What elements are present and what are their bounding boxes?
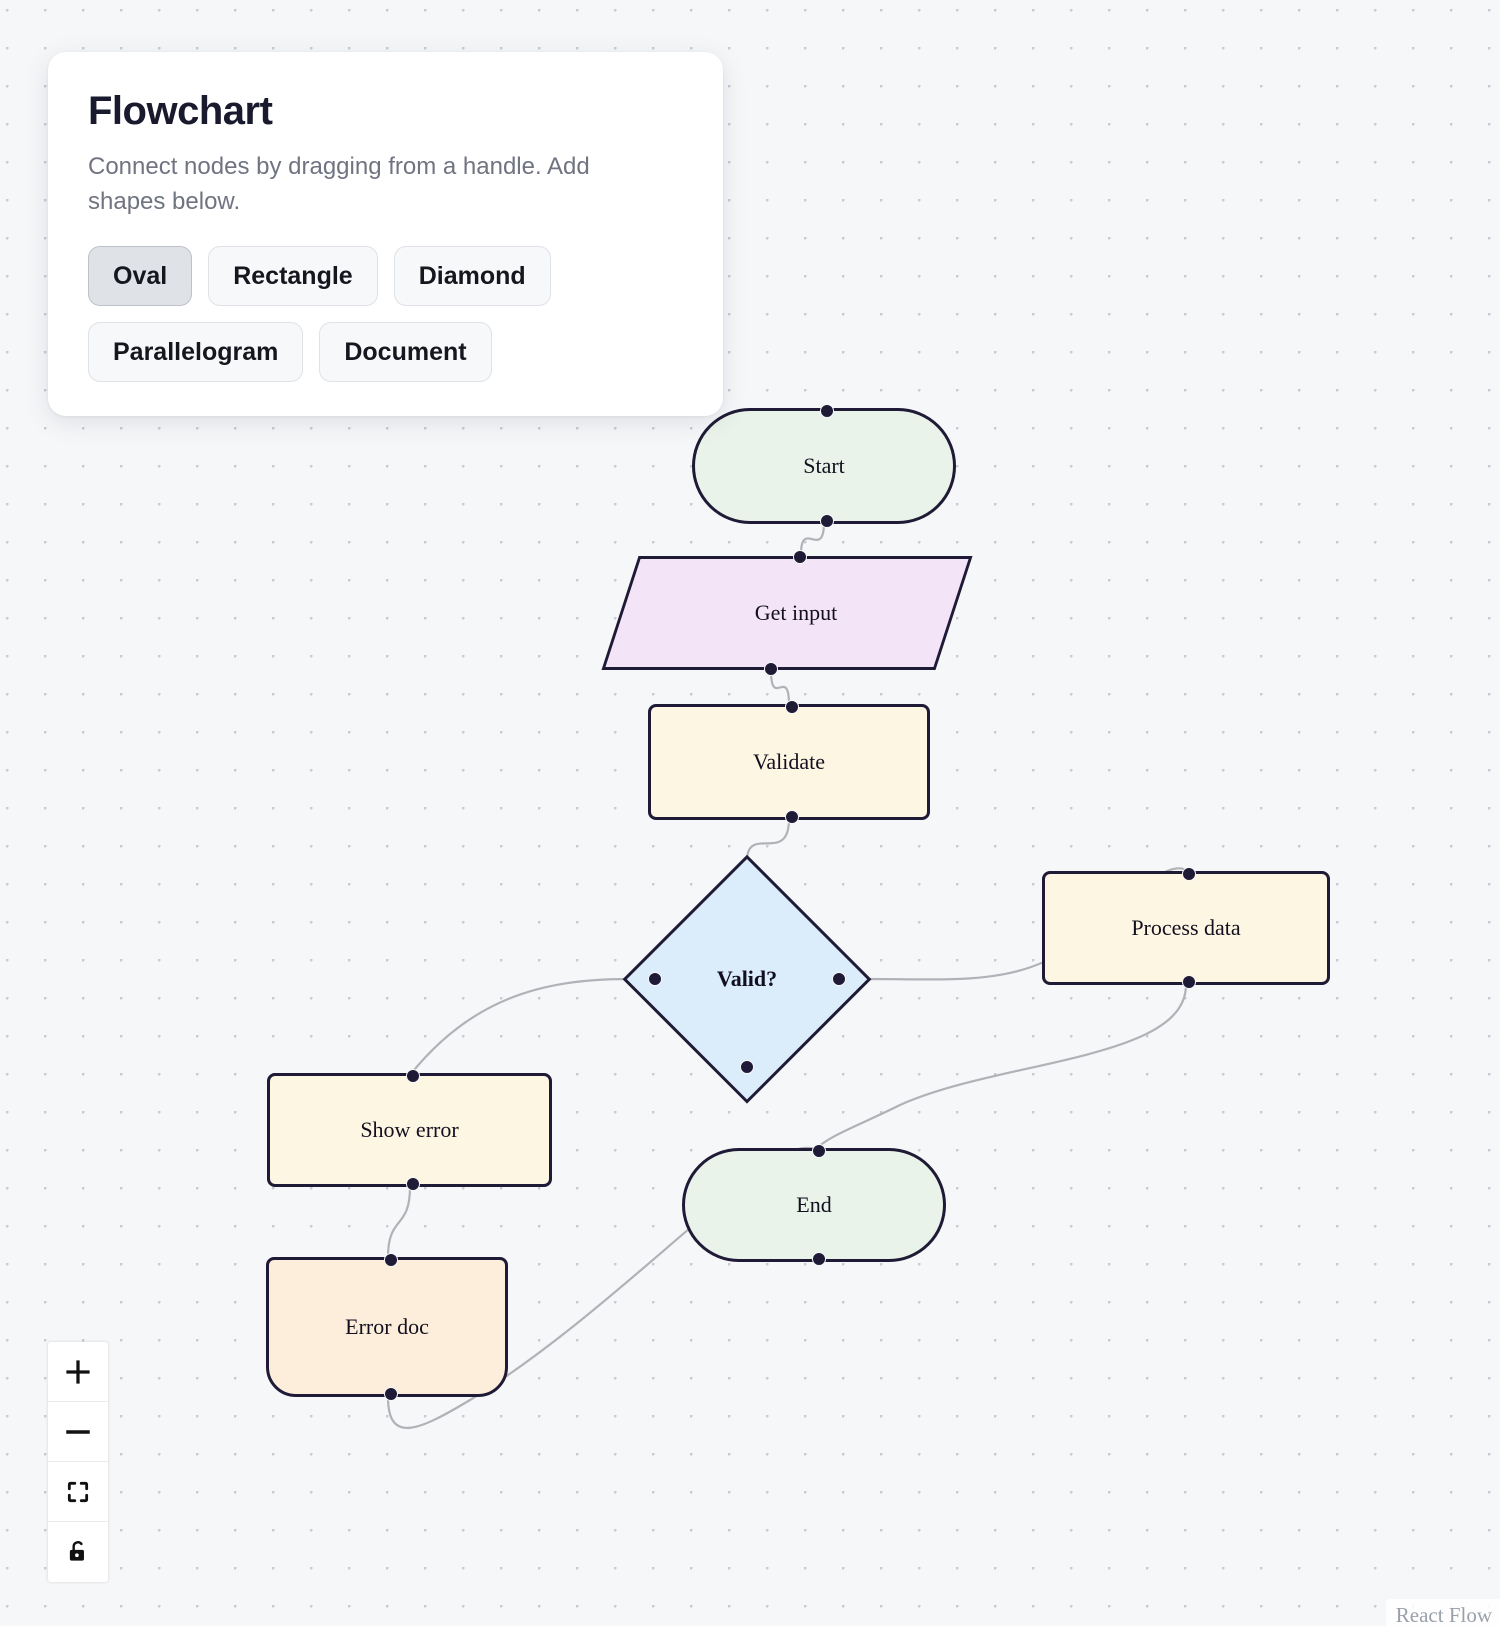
- zoom-out-button[interactable]: [48, 1402, 108, 1462]
- flow-node-label: Validate: [752, 748, 826, 774]
- handle-left[interactable]: [648, 972, 662, 986]
- panel-description: Connect nodes by dragging from a handle.…: [88, 153, 590, 215]
- plus-icon: [63, 1357, 93, 1387]
- handle-bottom[interactable]: [820, 514, 834, 528]
- add-oval-button[interactable]: Oval: [88, 245, 193, 306]
- edge-showerr-to-errdoc: [386, 1186, 412, 1258]
- flow-node-label: Error doc: [345, 1313, 429, 1339]
- edge-valid-to-showerr: [409, 977, 629, 1076]
- flow-node-get-input[interactable]: Get input: [601, 550, 973, 676]
- handle-top[interactable]: [1182, 867, 1196, 881]
- handle-bottom[interactable]: [384, 1387, 398, 1401]
- parallelogram-face: [601, 556, 973, 670]
- flow-node-valid[interactable]: Valid?: [622, 854, 872, 1104]
- add-diamond-button[interactable]: Diamond: [393, 245, 551, 306]
- flow-node-error-doc[interactable]: Error doc: [266, 1253, 508, 1401]
- handle-top[interactable]: [384, 1253, 398, 1267]
- flow-node-start[interactable]: Start: [692, 404, 956, 528]
- page-title: Flowchart: [88, 89, 273, 133]
- handle-right[interactable]: [832, 972, 846, 986]
- handle-bottom[interactable]: [812, 1252, 826, 1266]
- flow-node-label: Show error: [360, 1116, 459, 1142]
- flow-controls: [48, 1342, 108, 1582]
- zoom-in-button[interactable]: [48, 1342, 108, 1402]
- shape-button-group: Oval Rectangle Diamond Parallelogram Doc…: [88, 245, 683, 382]
- handle-top[interactable]: [820, 404, 834, 418]
- edge-validate-to-valid: [745, 818, 791, 862]
- flow-node-label: End: [796, 1191, 832, 1217]
- handle-bottom[interactable]: [740, 1060, 754, 1074]
- handle-top[interactable]: [812, 1144, 826, 1158]
- handle-top[interactable]: [406, 1069, 420, 1083]
- add-parallelogram-button[interactable]: Parallelogram: [88, 321, 304, 382]
- add-document-button[interactable]: Document: [319, 321, 492, 382]
- handle-top[interactable]: [793, 550, 807, 564]
- flow-node-label: Process data: [1131, 914, 1241, 940]
- handle-bottom[interactable]: [785, 810, 799, 824]
- shape-panel: Flowchart Connect nodes by dragging from…: [48, 52, 723, 416]
- minus-icon: [63, 1417, 93, 1447]
- handle-bottom[interactable]: [406, 1177, 420, 1191]
- edge-process-to-end: [815, 984, 1188, 1150]
- unlock-icon: [65, 1539, 91, 1565]
- flow-node-end[interactable]: End: [682, 1144, 946, 1266]
- flow-node-process-data[interactable]: Process data: [1042, 867, 1330, 989]
- flow-node-label: Start: [803, 452, 845, 478]
- handle-bottom[interactable]: [1182, 975, 1196, 989]
- add-rectangle-button[interactable]: Rectangle: [208, 245, 378, 306]
- handle-top[interactable]: [785, 700, 799, 714]
- fit-view-button[interactable]: [48, 1462, 108, 1522]
- handle-bottom[interactable]: [764, 662, 778, 676]
- flow-node-validate[interactable]: Validate: [648, 700, 930, 824]
- flow-node-show-error[interactable]: Show error: [267, 1069, 552, 1191]
- attribution-watermark[interactable]: React Flow: [1385, 1599, 1500, 1626]
- toggle-lock-button[interactable]: [48, 1522, 108, 1582]
- fit-view-icon: [65, 1479, 91, 1505]
